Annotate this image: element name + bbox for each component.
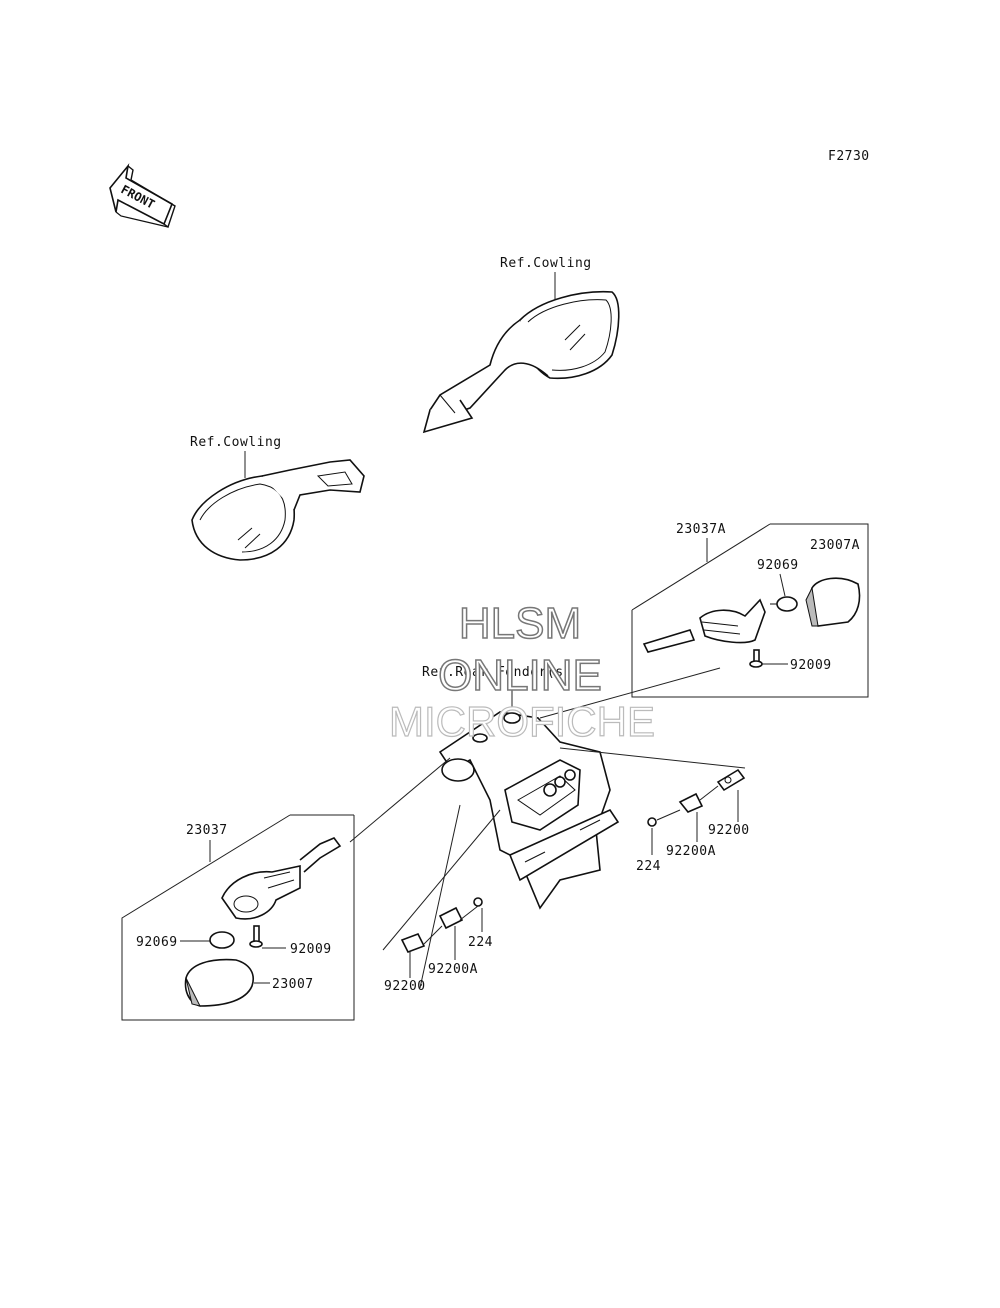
part-23007-label: 23007 — [272, 977, 314, 992]
part-23037A-label: 23037A — [676, 522, 726, 537]
diagram-code: F2730 — [828, 149, 870, 164]
right-turn-signal-group: 23037A 23007A 92069 92009 — [631, 522, 869, 698]
rear-fender-bracket: Ref.Rear Fender(s) — [422, 665, 746, 910]
watermark-line-1: HLSM — [459, 599, 581, 648]
right-mirror: Ref.Cowling — [422, 256, 620, 434]
part-92009-left-label: 92009 — [290, 942, 332, 957]
part-92200-left-label: 92200 — [384, 979, 426, 994]
left-plate-fasteners: 224 92200A 92200 — [382, 804, 501, 994]
watermark: HLSM ONLINE MICROFICHE — [388, 598, 655, 745]
ref-cowling-left-label: Ref.Cowling — [190, 435, 282, 450]
part-224-right-label: 224 — [636, 859, 661, 874]
ref-cowling-right-label: Ref.Cowling — [500, 256, 592, 271]
part-23007A-label: 23007A — [810, 538, 860, 553]
part-92200-right-label: 92200 — [708, 823, 750, 838]
part-23037-label: 23037 — [186, 823, 228, 838]
right-plate-fasteners: 92200 92200A 224 — [636, 768, 750, 874]
part-92200A-right-label: 92200A — [666, 844, 716, 859]
left-mirror: Ref.Cowling — [190, 435, 365, 561]
part-92069-left-label: 92069 — [136, 935, 178, 950]
part-92069-right-label: 92069 — [757, 558, 799, 573]
left-turn-signal-group: 23037 92069 92009 23007 — [121, 757, 451, 1021]
watermark-line-3: MICROFICHE — [389, 698, 655, 745]
part-224-left-label: 224 — [468, 935, 493, 950]
watermark-line-2: ONLINE — [438, 651, 602, 700]
ref-rear-fender-label: Ref.Rear Fender(s) — [422, 665, 572, 680]
part-92200A-left-label: 92200A — [428, 962, 478, 977]
part-92009-right-label: 92009 — [790, 658, 832, 673]
front-arrow-icon: FRONT — [109, 163, 176, 229]
